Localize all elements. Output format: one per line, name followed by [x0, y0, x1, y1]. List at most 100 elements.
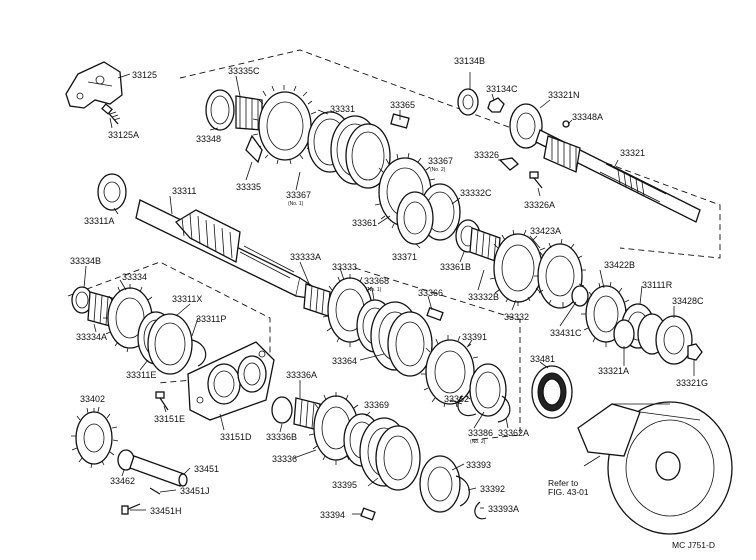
output-shaft-33321	[535, 129, 701, 223]
sleeve-33364	[370, 301, 433, 377]
label-33321N: 33321N	[548, 90, 580, 100]
ring-33348	[205, 89, 235, 131]
nut-33321G	[687, 343, 703, 361]
label-33335C: 33335C	[228, 66, 260, 76]
label-33348: 33348	[196, 134, 221, 144]
hub-33391	[421, 335, 479, 408]
gear-33371	[396, 191, 434, 245]
clip-33326	[498, 157, 519, 171]
bearing-33336A	[293, 397, 321, 431]
gear-33402	[71, 406, 119, 469]
label-33451H: 33451H	[150, 506, 182, 516]
label-33336A: 33336A	[286, 370, 317, 380]
synchro-ring-33386	[469, 363, 507, 417]
label-33393: 33393	[466, 460, 491, 470]
sleeve-33311E	[147, 313, 193, 375]
label-33394: 33394	[320, 510, 345, 520]
label-33395: 33395	[332, 480, 357, 490]
bearing-33134B	[457, 88, 479, 116]
label-33462: 33462	[110, 476, 135, 486]
note-33368: (No. 1)	[366, 287, 382, 293]
label-33332C: 33332C	[460, 188, 492, 198]
pin-33451J	[149, 487, 161, 495]
label-33336: 33336	[272, 454, 297, 464]
retainer-33151D	[187, 341, 275, 421]
label-33333: 33333	[332, 262, 357, 272]
label-33431C: 33431C	[550, 328, 582, 338]
label-33125: 33125	[132, 70, 157, 80]
snap-ring-33311P	[191, 339, 207, 367]
label-33334: 33334	[122, 272, 147, 282]
label-33151E: 33151E	[154, 414, 185, 424]
label-33362: 33362	[444, 394, 469, 404]
refer-note-line1: Refer to	[548, 478, 579, 488]
label-33311X: 33311X	[172, 294, 202, 304]
label-33423A: 33423A	[530, 226, 561, 236]
part-labels: 33125 33125A 33335C 33348 33331 33365 33…	[70, 56, 708, 520]
label-33481: 33481	[530, 354, 555, 364]
snap-ring-33362	[457, 395, 477, 417]
label-33334A: 33334A	[76, 332, 107, 342]
gear-33423A	[534, 238, 586, 309]
label-33361: 33361	[352, 218, 377, 228]
label-33336B: 33336B	[266, 432, 297, 442]
label-33391: 33391	[462, 332, 487, 342]
leader-lines	[83, 72, 695, 515]
differential-housing	[577, 401, 733, 535]
sleeve-33395	[359, 417, 421, 491]
bearing-33321N	[509, 103, 543, 149]
bolt-33326A	[529, 171, 543, 189]
snap-ring-33362A	[497, 395, 511, 423]
label-33311E: 33311E	[126, 370, 156, 380]
label-33321A: 33321A	[598, 366, 629, 376]
bearing-33333A	[303, 283, 331, 317]
middle-group-frame	[354, 267, 521, 441]
label-33364: 33364	[332, 356, 357, 366]
label-33311A: 33311A	[84, 216, 114, 226]
input-shaft-33311	[97, 173, 313, 299]
label-33371: 33371	[392, 252, 417, 262]
label-33422B: 33422B	[604, 260, 635, 270]
key-33366	[426, 307, 444, 321]
label-33332B: 33332B	[468, 292, 499, 302]
label-33367-2: 33367	[428, 156, 453, 166]
refer-note-line2: FIG. 43-01	[548, 487, 589, 497]
snap-ring-33393A	[474, 501, 487, 520]
label-33365: 33365	[390, 100, 415, 110]
label-33331: 33331	[330, 104, 355, 114]
label-33361B: 33361B	[440, 262, 471, 272]
label-33134C: 33134C	[486, 84, 518, 94]
label-33451J: 33451J	[180, 486, 210, 496]
sleeve-33331	[330, 115, 391, 189]
label-33134B: 33134B	[454, 56, 485, 66]
hub-33393	[419, 455, 461, 513]
label-33332: 33332	[504, 312, 529, 322]
ball-33348A	[562, 120, 570, 128]
label-33451: 33451	[194, 464, 219, 474]
label-33334B: 33334B	[70, 256, 101, 266]
label-33321G: 33321G	[676, 378, 708, 388]
label-33369: 33369	[364, 400, 389, 410]
label-33367-1: 33367	[286, 190, 311, 200]
label-33125A: 33125A	[108, 130, 139, 140]
label-33402: 33402	[80, 394, 105, 404]
label-33386: 33386	[468, 428, 493, 438]
label-33151D: 33151D	[220, 432, 252, 442]
bolt-33151E	[155, 391, 169, 411]
note-33367-1: (No. 1)	[288, 201, 304, 207]
snap-ring-33392	[455, 475, 470, 507]
bracket-33125	[65, 61, 123, 109]
bearing-33431C	[571, 285, 589, 307]
label-33321: 33321	[620, 148, 645, 158]
label-33366: 33366	[418, 288, 443, 298]
bearing-33335C	[235, 95, 263, 131]
label-33348A: 33348A	[572, 112, 603, 122]
label-33326: 33326	[474, 150, 499, 160]
upper-group-frame	[179, 49, 721, 259]
label-33335: 33335	[236, 182, 261, 192]
key-33365	[390, 113, 410, 129]
catalog-code: MC J751-D	[672, 540, 715, 550]
note-33386: (No. 2)	[470, 439, 486, 445]
label-33428C: 33428C	[672, 296, 704, 306]
